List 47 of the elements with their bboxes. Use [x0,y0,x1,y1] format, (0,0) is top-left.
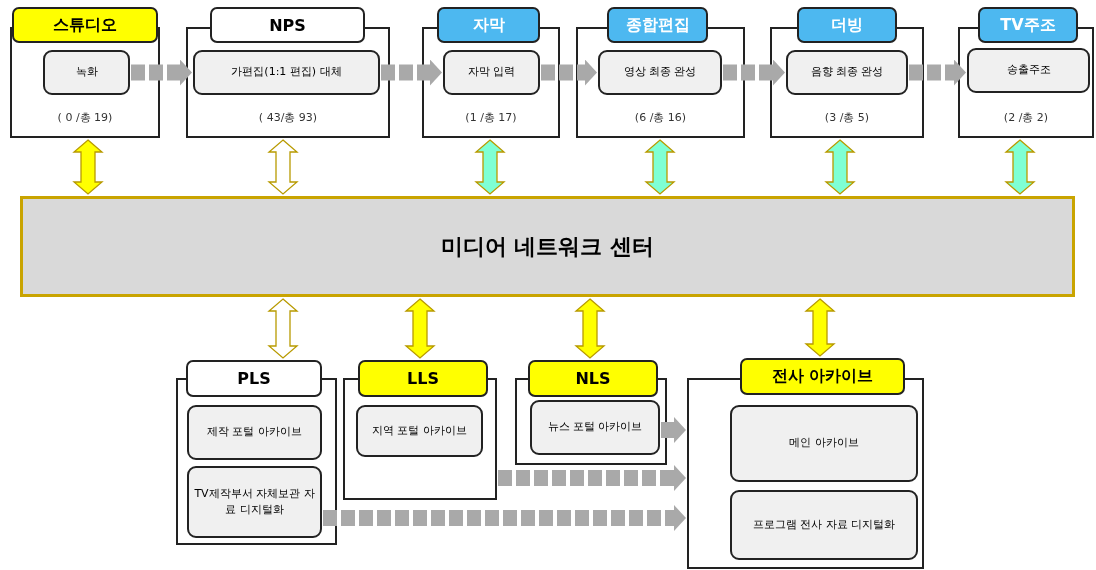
count-text: ( 0 /총 19) [56,110,114,125]
count-text: (3 /총 5) [823,110,871,125]
center-box: 미디어 네트워크 센터 [20,196,1075,297]
double-arrow [72,139,104,195]
double-arrow [574,298,606,359]
chevron-arrow [323,505,686,531]
header-tab: 스튜디오 [12,7,158,43]
process-box: 프로그램 전사 자료 디지털화 [730,490,918,560]
chevron-arrow [381,59,442,86]
header-tab: NPS [210,7,365,43]
process-box: 메인 아카이브 [730,405,918,482]
process-box: 녹화 [43,50,130,95]
process-box: 영상 최종 완성 [598,50,722,95]
process-box: 송출주조 [967,48,1090,93]
process-box: 자막 입력 [443,50,540,95]
chevron-arrow [541,59,597,86]
chevron-arrow [131,59,192,86]
double-arrow [474,139,506,195]
count-text: ( 43/총 93) [257,110,319,125]
process-box: 가편집(1:1 편집) 대체 [193,50,380,95]
count-text: (2 /총 2) [1002,110,1050,125]
double-arrow [824,139,856,195]
process-box: 제작 포털 아카이브 [187,405,322,460]
header-tab: PLS [186,360,322,397]
process-box: 음향 최종 완성 [786,50,908,95]
process-box: 지역 포털 아카이브 [356,405,483,457]
header-tab: 더빙 [797,7,897,43]
double-arrow [1004,139,1036,195]
chevron-arrow [498,465,686,491]
header-tab: NLS [528,360,658,397]
count-text: (1 /총 17) [464,110,518,125]
double-arrow [644,139,676,195]
chevron-arrow [723,59,785,86]
header-tab: 종합편집 [607,7,708,43]
header-tab: LLS [358,360,488,397]
chevron-arrow [909,59,966,86]
double-arrow [267,139,299,195]
double-arrow [404,298,436,359]
double-arrow [267,298,299,359]
header-tab: TV주조 [978,7,1078,43]
header-tab: 전사 아카이브 [740,358,905,395]
count-text: (6 /총 16) [633,110,688,125]
process-box: 뉴스 포털 아카이브 [530,400,660,455]
double-arrow [804,298,836,357]
chevron-arrow [661,417,686,443]
header-tab: 자막 [437,7,540,43]
process-box: TV제작부서 자체보관 자료 디지털화 [187,466,322,538]
